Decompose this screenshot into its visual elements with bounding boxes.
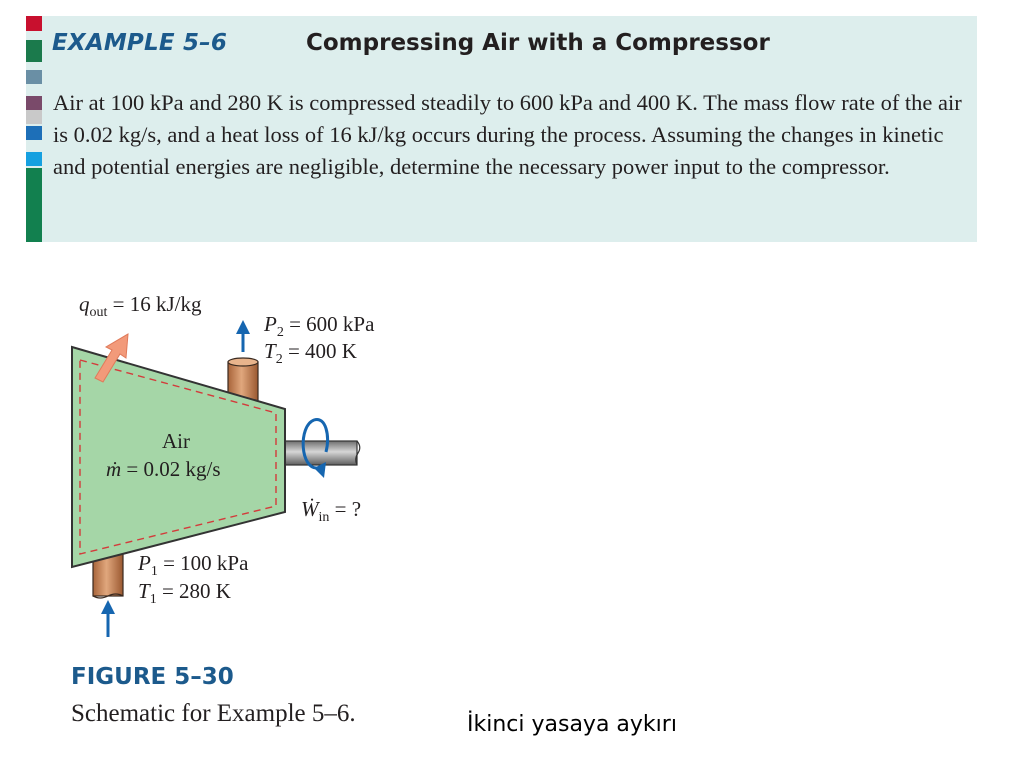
shaft xyxy=(283,440,361,466)
stripe-1 xyxy=(26,16,42,31)
stripe-5 xyxy=(26,110,42,124)
example-title: Compressing Air with a Compressor xyxy=(306,30,770,56)
fluid-label: Air xyxy=(162,429,190,453)
heat-out-arrow xyxy=(94,333,129,383)
figure-caption: Schematic for Example 5–6. xyxy=(71,700,356,727)
side-note: İkinci yasaya aykırı xyxy=(467,712,677,737)
outlet-flow-arrow xyxy=(236,320,250,352)
stripe-3 xyxy=(26,70,42,84)
example-box xyxy=(26,16,977,242)
inlet-temperature-label: T1 = 280 K xyxy=(138,579,231,608)
stripe-8 xyxy=(26,168,42,242)
system-boundary xyxy=(79,359,277,555)
work-input-label: Ẇin = ? xyxy=(301,497,362,526)
stripe-2 xyxy=(26,40,42,62)
compressor-body xyxy=(71,345,286,569)
stripe-6 xyxy=(26,126,42,140)
inlet-flow-arrow xyxy=(101,600,115,637)
work-rotation-arrow xyxy=(301,418,329,478)
stripe-7 xyxy=(26,152,42,166)
mass-flow-label: ṁ = 0.02 kg/s xyxy=(106,457,221,481)
outlet-pressure-label: P2 = 600 kPa xyxy=(264,312,375,341)
inlet-pressure-label: P1 = 100 kPa xyxy=(138,551,249,580)
figure-number: FIGURE 5–30 xyxy=(71,664,234,690)
q-out-label: qout = 16 kJ/kg xyxy=(79,292,202,321)
outlet-temperature-label: T2 = 400 K xyxy=(264,339,357,368)
stripe-4 xyxy=(26,96,42,110)
example-text: Air at 100 kPa and 280 K is compressed s… xyxy=(53,90,962,179)
example-number: EXAMPLE 5–6 xyxy=(52,30,228,56)
